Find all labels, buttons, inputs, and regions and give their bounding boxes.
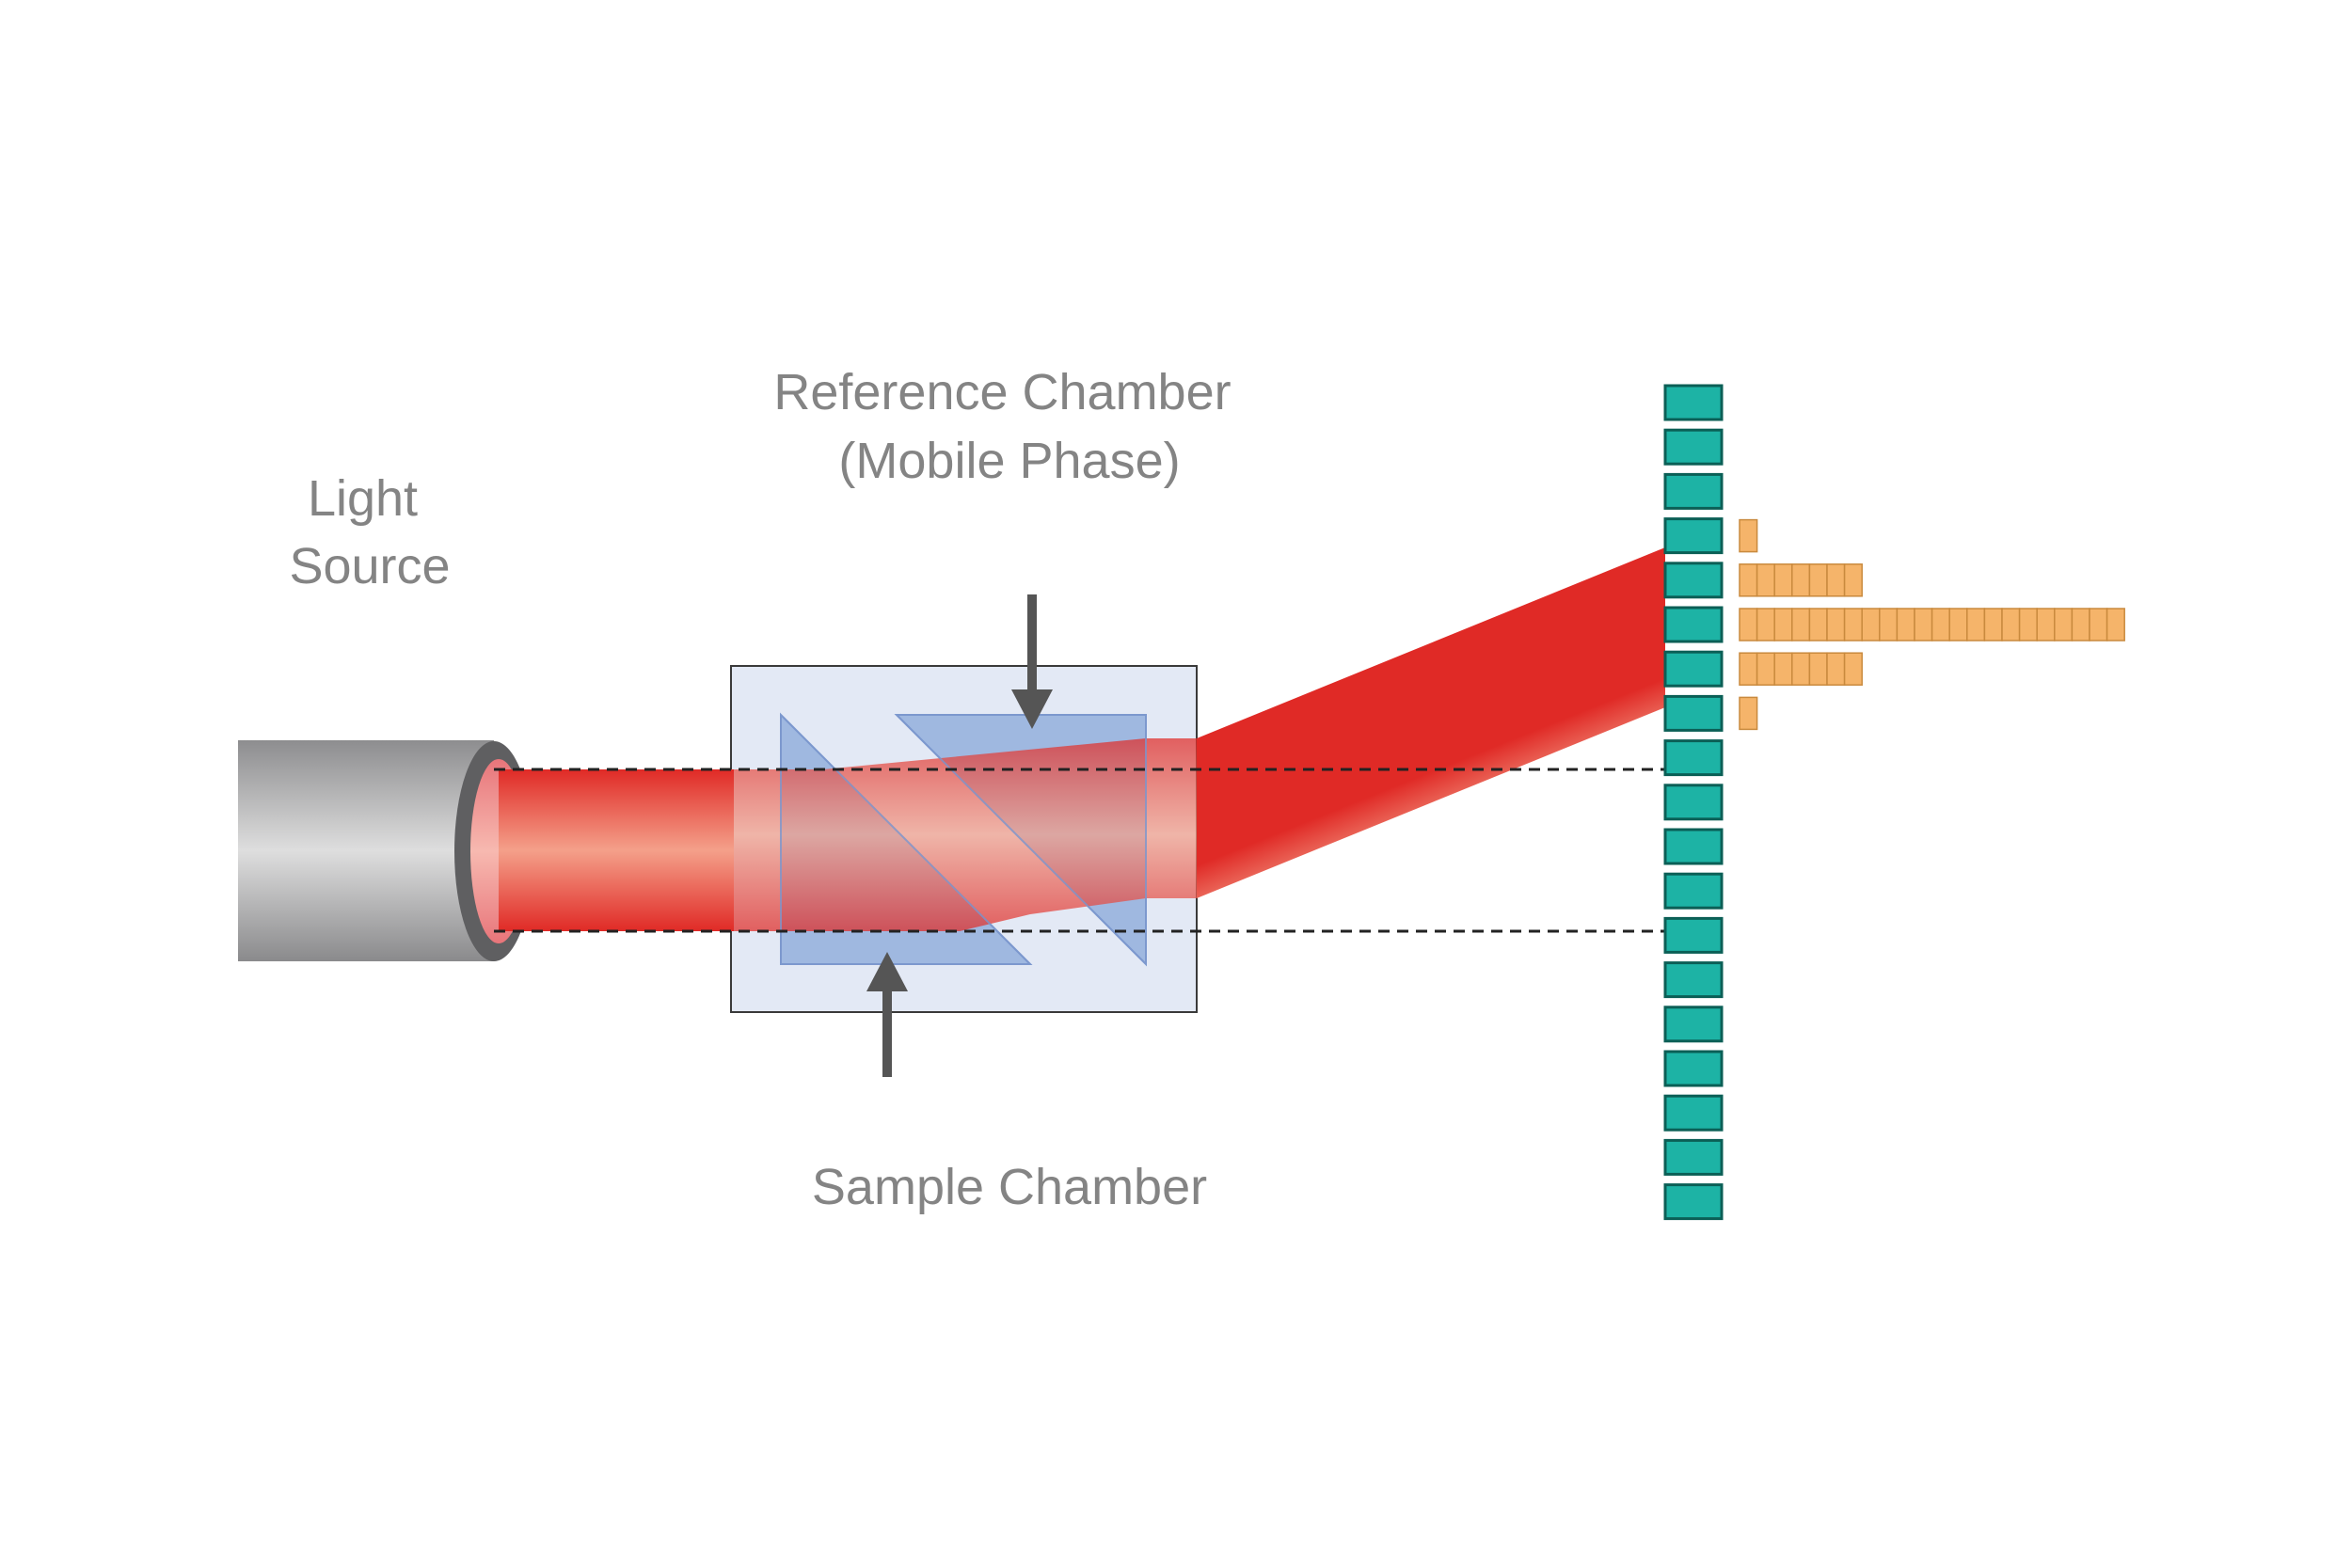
signal-bar-unit	[1879, 608, 1899, 641]
signal-bar-unit	[1808, 652, 1828, 686]
detector-cell	[1663, 650, 1724, 688]
signal-bar-unit	[1826, 652, 1846, 686]
detector-cell	[1663, 1183, 1724, 1221]
detector-cell	[1663, 472, 1724, 510]
signal-bar-unit	[1791, 652, 1811, 686]
signal-bar-unit	[1791, 608, 1811, 641]
signal-bar-unit	[1808, 608, 1828, 641]
signal-bar-unit	[1843, 652, 1863, 686]
signal-bar-unit	[1773, 652, 1793, 686]
signal-bar-unit	[1739, 652, 1758, 686]
signal-bar-unit	[1756, 652, 1775, 686]
signal-bar-unit	[2054, 608, 2074, 641]
signal-bar-unit	[1843, 608, 1863, 641]
light-beam-incident	[499, 769, 734, 931]
lamp-body	[238, 740, 494, 961]
signal-bar-unit	[2089, 608, 2108, 641]
detector-cell	[1663, 961, 1724, 999]
signal-bar-unit	[1739, 696, 1758, 731]
reference-chamber-label: Reference Chamber (Mobile Phase)	[773, 364, 1245, 489]
detector-cell	[1663, 517, 1724, 555]
signal-bar-unit	[1739, 608, 1758, 641]
signal-bar-unit	[1773, 608, 1793, 641]
detector-cell	[1663, 1050, 1724, 1087]
photodiode-detector-array	[1663, 384, 1724, 1221]
signal-bar-unit	[1756, 608, 1775, 641]
signal-bar-unit	[1896, 608, 1915, 641]
signal-bar-unit	[1931, 608, 1950, 641]
signal-bar-unit	[1739, 518, 1758, 553]
signal-bar-unit	[1983, 608, 2003, 641]
signal-bar-unit	[2071, 608, 2090, 641]
signal-bar-unit	[2018, 608, 2038, 641]
signal-bar-unit	[1826, 608, 1846, 641]
signal-bar-unit	[1739, 563, 1758, 597]
detector-signal-profile	[1739, 518, 2125, 731]
signal-bar-unit	[1914, 608, 1933, 641]
signal-bar-unit	[1843, 563, 1863, 597]
signal-bar-unit	[2106, 608, 2125, 641]
signal-bar-unit	[1773, 563, 1793, 597]
light-source-label: Light Source	[289, 470, 450, 594]
signal-bar-unit	[1791, 563, 1811, 597]
detector-cell	[1663, 384, 1724, 421]
light-source-lamp	[238, 740, 533, 961]
sample-prism-outline	[780, 712, 1033, 965]
reference-prism-outline	[894, 714, 1147, 967]
signal-bar-unit	[2001, 608, 2021, 641]
signal-bar-unit	[1756, 563, 1775, 597]
detector-cell	[1663, 606, 1724, 643]
reference-chamber-arrow	[1011, 594, 1053, 729]
sample-chamber-arrow	[866, 952, 908, 1077]
light-beam-in-chamber	[734, 738, 1197, 931]
sample-chamber-label: Sample Chamber	[812, 1159, 1207, 1215]
detector-cell	[1663, 916, 1724, 954]
signal-bar-unit	[1826, 563, 1846, 597]
signal-bar-unit	[1808, 563, 1828, 597]
detector-cell	[1663, 694, 1724, 732]
signal-bar-unit	[1861, 608, 1881, 641]
signal-bar-unit	[1948, 608, 1968, 641]
light-beam-refracted	[1197, 547, 1665, 898]
detector-cell	[1663, 828, 1724, 865]
signal-bar-unit	[2036, 608, 2056, 641]
signal-bar-unit	[1966, 608, 1986, 641]
detector-cell	[1663, 784, 1724, 821]
detector-cell	[1663, 428, 1724, 466]
detector-cell	[1663, 872, 1724, 910]
detector-cell	[1663, 1138, 1724, 1176]
detector-cell	[1663, 562, 1724, 599]
detector-cell	[1663, 1094, 1724, 1132]
detector-cell	[1663, 1006, 1724, 1043]
detector-cell	[1663, 739, 1724, 777]
